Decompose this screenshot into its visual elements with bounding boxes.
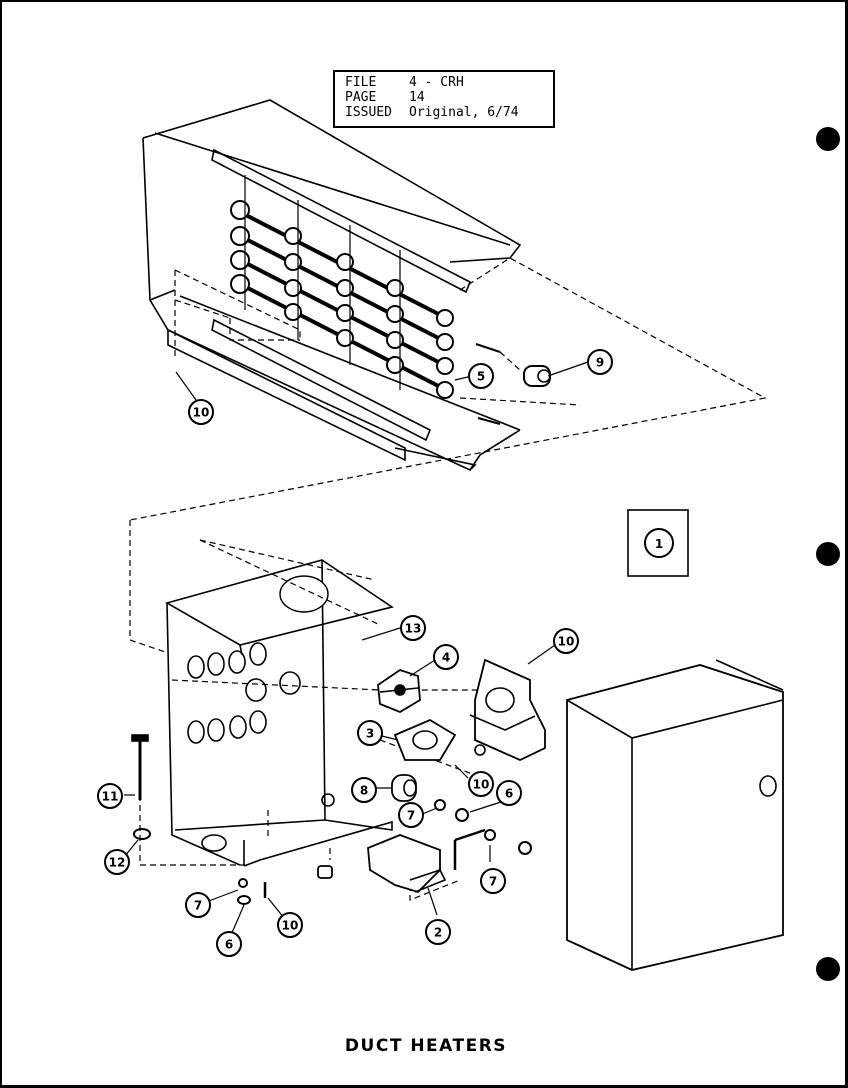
callout-nut-mid: 6 bbox=[496, 780, 522, 806]
callout-number: 7 bbox=[194, 899, 202, 913]
callout-washer-bottom: 7 bbox=[185, 892, 211, 918]
callout-contactor: 2 bbox=[425, 919, 451, 945]
callout-washer-mid: 7 bbox=[398, 802, 424, 828]
callout-limit-switch: 4 bbox=[433, 644, 459, 670]
callout-number: 3 bbox=[366, 727, 374, 741]
callout-number: 13 bbox=[405, 622, 422, 636]
issued-label: ISSUED bbox=[345, 105, 392, 120]
binder-hole-bottom bbox=[816, 957, 840, 981]
callout-circle bbox=[398, 802, 424, 828]
callout-number: 10 bbox=[473, 778, 490, 792]
callout-number: 9 bbox=[596, 356, 604, 370]
callout-circle bbox=[104, 849, 130, 875]
file-info-block: FILE 4 - CRH PAGE 14 ISSUED Original, 6/74 bbox=[333, 70, 555, 128]
callout-circle bbox=[553, 628, 579, 654]
callout-circle bbox=[587, 349, 613, 375]
callout-box-screw: 13 bbox=[400, 615, 426, 641]
callout-circle bbox=[468, 771, 494, 797]
bracket-part bbox=[469, 658, 546, 761]
callout-number: 10 bbox=[193, 406, 210, 420]
page-label: PAGE bbox=[345, 90, 377, 105]
figure-id-box: 1 bbox=[627, 509, 689, 577]
callout-circle bbox=[468, 363, 494, 389]
callout-number: 6 bbox=[225, 938, 233, 952]
callout-relay: 3 bbox=[357, 720, 383, 746]
heater-terminal-part bbox=[475, 343, 551, 425]
callout-nut-left: 12 bbox=[104, 849, 130, 875]
issued-value: Original, 6/74 bbox=[409, 105, 519, 120]
contactor-part bbox=[367, 834, 447, 894]
upper-alignment-lines bbox=[129, 257, 767, 653]
callout-number: 11 bbox=[102, 790, 119, 804]
callout-circle bbox=[496, 780, 522, 806]
callout-number: 4 bbox=[442, 651, 450, 665]
callout-relay-screw: 10 bbox=[468, 771, 494, 797]
bushing-part bbox=[391, 774, 417, 802]
callout-number: 6 bbox=[505, 787, 513, 801]
callout-screw-bottom: 10 bbox=[277, 912, 303, 938]
callout-number: 7 bbox=[407, 809, 415, 823]
callout-heater-terminal: 9 bbox=[587, 349, 613, 375]
callout-leaders bbox=[119, 361, 589, 936]
callout-circle bbox=[277, 912, 303, 938]
diagram-title: DUCT HEATERS bbox=[344, 1036, 508, 1056]
file-value: 4 - CRH bbox=[409, 75, 464, 90]
callout-number: 5 bbox=[477, 370, 485, 384]
callout-number: 8 bbox=[360, 784, 368, 798]
limit-switch-part bbox=[377, 669, 421, 714]
callout-bushing: 8 bbox=[351, 777, 377, 803]
binder-hole-middle bbox=[816, 542, 840, 566]
control-box bbox=[164, 559, 394, 867]
callout-number: 10 bbox=[282, 919, 299, 933]
callout-circle bbox=[400, 615, 426, 641]
callout-circle bbox=[433, 644, 459, 670]
callout-number: 10 bbox=[558, 635, 575, 649]
callout-number: 7 bbox=[489, 875, 497, 889]
callout-circle bbox=[357, 720, 383, 746]
callout-washer-right: 7 bbox=[480, 868, 506, 894]
callout-number: 12 bbox=[109, 856, 126, 870]
callout-circle bbox=[97, 783, 123, 809]
callout-number: 2 bbox=[434, 926, 442, 940]
heater-coils bbox=[230, 175, 454, 399]
callout-group: 9 5 10 13 4 10 3 10 8 7 6 7 11 12 7 6 10 2 bbox=[97, 349, 613, 957]
callout-circle bbox=[351, 777, 377, 803]
callout-bracket-screw: 10 bbox=[553, 628, 579, 654]
callout-circle bbox=[425, 919, 451, 945]
callout-nut-bottom: 6 bbox=[216, 931, 242, 957]
relay-part bbox=[393, 718, 486, 761]
small-hardware bbox=[131, 734, 532, 905]
callout-circle bbox=[216, 931, 242, 957]
callout-circle bbox=[480, 868, 506, 894]
figure-id-number: 1 bbox=[655, 537, 663, 551]
page-value: 14 bbox=[409, 90, 425, 105]
callout-circle bbox=[188, 399, 214, 425]
binder-hole-top bbox=[816, 127, 840, 151]
callout-heater-element: 5 bbox=[468, 363, 494, 389]
file-label: FILE bbox=[345, 75, 377, 90]
callout-bolt: 11 bbox=[97, 783, 123, 809]
cover-panel bbox=[566, 659, 784, 971]
callout-circle bbox=[185, 892, 211, 918]
callout-heater-screw: 10 bbox=[188, 399, 214, 425]
